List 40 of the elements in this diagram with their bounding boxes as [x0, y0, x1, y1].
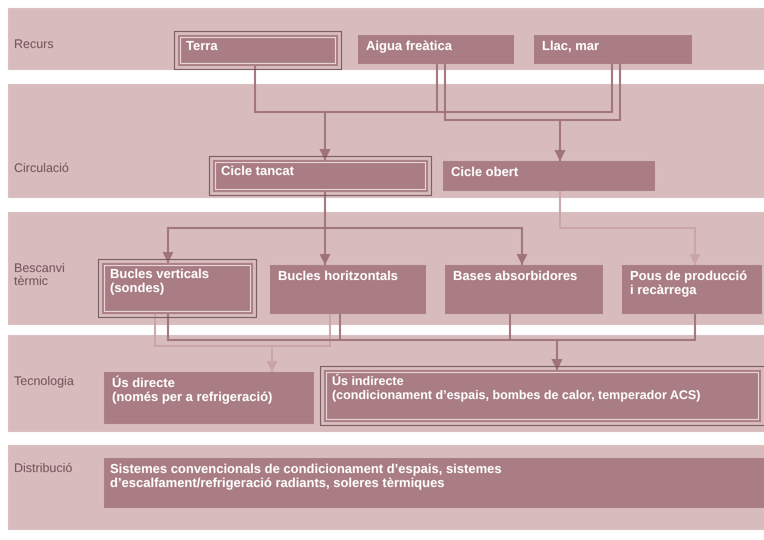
box-label: Bases absorbidores: [453, 269, 578, 283]
process-box: [534, 35, 692, 64]
process-box: [324, 370, 761, 422]
box-label: Pous de producció i recàrrega: [630, 269, 748, 297]
arrow: [552, 314, 696, 370]
box-label: Ús indirecte: [332, 374, 405, 388]
row-band: [8, 445, 764, 530]
row-band: [8, 84, 764, 198]
process-box: [358, 35, 514, 64]
process-box: [213, 160, 428, 192]
process-box: [178, 35, 338, 66]
box-label: Sistemes convencionals de condicionament d’espais, sistemes d’escalfament/refrigeració radiants, soleres tèrmiques: [110, 462, 503, 490]
row-label: Circulació: [14, 162, 70, 175]
process-box: [445, 265, 603, 314]
process-box: [443, 161, 655, 191]
arrow: [559, 191, 700, 265]
box-label: Terra: [186, 39, 219, 53]
box-label: Llac, mar: [542, 39, 600, 53]
arrow: [554, 64, 621, 161]
box-label: Cicle obert: [451, 165, 520, 179]
box-label: Aigua freàtica: [366, 39, 453, 53]
process-box: [104, 372, 314, 424]
box-label: Bucles horitzontals: [278, 269, 399, 283]
row-band: [8, 335, 764, 432]
box-label: (condicionament d’espais, bombes de calor, temperador ACS): [332, 388, 702, 402]
row-label: Distribució: [14, 462, 74, 475]
process-box: [104, 458, 764, 508]
process-box: [102, 263, 253, 314]
box-label: Bucles verticals (sondes): [110, 267, 210, 295]
row-band: [8, 212, 764, 325]
box-label: Cicle tancat: [221, 164, 295, 178]
process-box: [622, 265, 762, 314]
row-label: Tecnologia: [14, 375, 75, 388]
box-label: Ús directe: [112, 376, 176, 390]
row-label: Bescanvi tèrmic: [14, 262, 66, 288]
row-label: Recurs: [14, 38, 55, 51]
box-label: (només per a refrigeració): [112, 390, 274, 404]
process-box: [270, 265, 426, 314]
row-band: [8, 8, 764, 70]
arrow: [320, 64, 613, 160]
